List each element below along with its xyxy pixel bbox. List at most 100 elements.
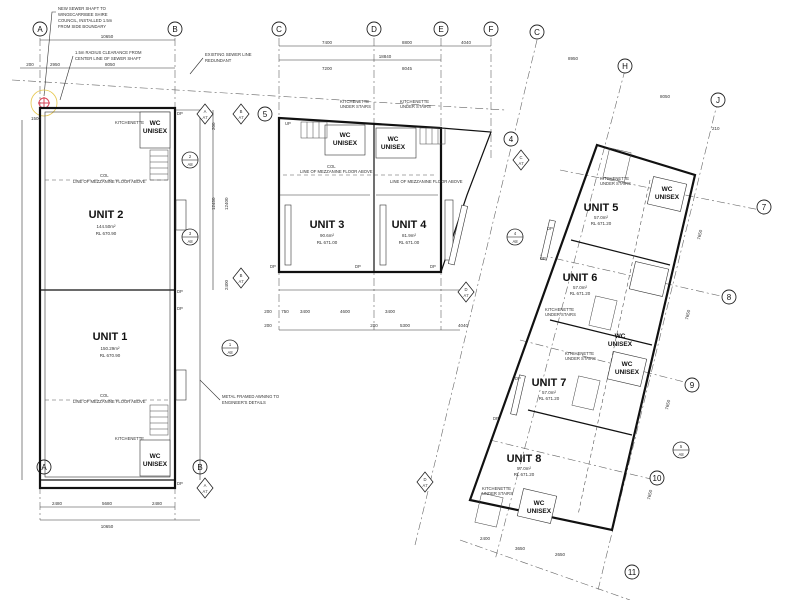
svg-text:METAL FRAMED AWNING TO: METAL FRAMED AWNING TO <box>222 394 280 399</box>
grid-bubble-C: C <box>271 21 287 37</box>
svg-text:8950: 8950 <box>568 56 579 61</box>
svg-text:COUNCIL, INSTALLED 1.5m: COUNCIL, INSTALLED 1.5m <box>58 18 113 23</box>
left-dimensions: 12450 12400 2400 1500 200 <box>21 110 229 480</box>
svg-text:200: 200 <box>370 323 378 328</box>
svg-text:E: E <box>438 25 443 34</box>
grid-bubble-C-angled: C <box>529 24 545 40</box>
svg-text:4040: 4040 <box>458 323 469 328</box>
grid-bubble-D: D <box>366 21 382 37</box>
top-dimensions: 10650 7400 8800 4040 18840 7200 8045 200… <box>20 34 491 71</box>
svg-text:10650: 10650 <box>101 34 114 39</box>
svg-text:D: D <box>371 25 377 34</box>
wc-unit-6: WC UNISEX <box>608 333 633 348</box>
svg-text:DP: DP <box>355 264 361 269</box>
grid-bubble-11: 11 <box>624 564 640 580</box>
svg-text:A8: A8 <box>512 239 518 244</box>
elevation-marker-A-1: A A7 <box>196 103 214 125</box>
svg-text:12400: 12400 <box>224 197 229 210</box>
u12-notes: KITCHENETTE KITCHENETTE LINE OF MEZZANIN… <box>73 111 183 486</box>
svg-text:COL: COL <box>327 164 336 169</box>
svg-text:750: 750 <box>281 309 289 314</box>
svg-text:DP: DP <box>515 376 521 381</box>
svg-text:A8: A8 <box>187 239 193 244</box>
svg-text:COL: COL <box>100 393 109 398</box>
svg-text:7: 7 <box>762 203 767 212</box>
svg-text:J: J <box>716 96 720 105</box>
svg-text:A8: A8 <box>187 162 193 167</box>
svg-text:A7: A7 <box>202 115 208 120</box>
svg-text:2400: 2400 <box>480 536 491 541</box>
section-marker-5: 5 A8 <box>672 441 690 459</box>
svg-text:10: 10 <box>653 474 662 483</box>
svg-text:18840: 18840 <box>379 54 392 59</box>
svg-text:A7: A7 <box>238 279 244 284</box>
svg-text:UNISEX: UNISEX <box>527 508 552 515</box>
svg-text:CENTER LINE OF SEWER SHAFT: CENTER LINE OF SEWER SHAFT <box>75 56 142 61</box>
u34-notes: KITCHENETTE UNDER STAIRS KITCHENETTE UND… <box>270 99 463 269</box>
unit-3-label: UNIT 3 90.6m² RL 671.00 <box>310 219 345 245</box>
svg-text:WC: WC <box>662 186 673 193</box>
svg-text:UNIT 1: UNIT 1 <box>93 331 128 343</box>
svg-text:A7: A7 <box>202 489 208 494</box>
svg-text:5: 5 <box>263 110 268 119</box>
svg-text:WC: WC <box>340 132 351 139</box>
svg-text:WC: WC <box>388 136 399 143</box>
svg-text:UNISEX: UNISEX <box>381 144 406 151</box>
svg-text:WC: WC <box>150 453 161 460</box>
svg-text:LINE OF MEZZANINE FLOOR ABOVE: LINE OF MEZZANINE FLOOR ABOVE <box>300 169 373 174</box>
svg-text:7400: 7400 <box>322 40 333 45</box>
svg-text:UNIT 3: UNIT 3 <box>310 219 345 231</box>
svg-text:UNDER STAIRS: UNDER STAIRS <box>565 356 596 361</box>
svg-text:DP: DP <box>430 264 436 269</box>
svg-text:UNIT 5: UNIT 5 <box>584 202 619 214</box>
svg-text:A8: A8 <box>227 350 233 355</box>
svg-text:KITCHENETTE: KITCHENETTE <box>600 176 629 181</box>
svg-text:KITCHENETTE: KITCHENETTE <box>400 99 429 104</box>
svg-text:57.0m²: 57.0m² <box>542 390 557 395</box>
svg-text:2480: 2480 <box>52 501 63 506</box>
svg-text:12450: 12450 <box>211 197 216 210</box>
svg-text:LINE OF MEZZANINE FLOOR ABOVE: LINE OF MEZZANINE FLOOR ABOVE <box>73 179 146 184</box>
svg-text:9: 9 <box>690 381 695 390</box>
svg-text:FROM SIDE BOUNDARY: FROM SIDE BOUNDARY <box>58 24 106 29</box>
svg-text:200: 200 <box>264 309 272 314</box>
svg-text:DP: DP <box>177 111 183 116</box>
svg-text:DP: DP <box>540 256 546 261</box>
svg-text:DP: DP <box>177 289 183 294</box>
grid-bubble-10: 10 <box>649 470 665 486</box>
svg-text:A: A <box>204 109 207 114</box>
svg-text:A7: A7 <box>463 293 469 298</box>
svg-text:ENGINEER'S DETAILS: ENGINEER'S DETAILS <box>222 400 266 405</box>
svg-text:KITCHENETTE: KITCHENETTE <box>115 120 144 125</box>
wc-unit-5: WC UNISEX <box>655 186 680 201</box>
svg-text:7650: 7650 <box>684 309 691 320</box>
unit-6-label: UNIT 6 57.0m² RL 671.20 <box>563 272 598 296</box>
svg-text:KITCHENETTE: KITCHENETTE <box>545 307 574 312</box>
svg-text:KITCHENETTE: KITCHENETTE <box>565 351 594 356</box>
svg-text:UNIT 6: UNIT 6 <box>563 272 598 284</box>
svg-text:200: 200 <box>264 323 272 328</box>
svg-text:B: B <box>240 273 243 278</box>
svg-text:4: 4 <box>514 231 517 236</box>
svg-text:2650: 2650 <box>555 552 566 557</box>
svg-text:2: 2 <box>189 154 192 159</box>
svg-text:RL 671.00: RL 671.00 <box>399 240 420 245</box>
svg-text:3: 3 <box>189 231 192 236</box>
svg-text:8: 8 <box>727 293 732 302</box>
svg-text:UNDER STAIRS: UNDER STAIRS <box>600 181 631 186</box>
svg-text:1500: 1500 <box>31 116 42 121</box>
building-units-5-8 <box>447 143 697 532</box>
svg-text:UNISEX: UNISEX <box>615 369 640 376</box>
svg-text:150.29m²: 150.29m² <box>100 346 120 351</box>
svg-text:H: H <box>622 62 628 71</box>
mid-dimensions: 750 3400 4600 3400 5300 4040 200 200 200 <box>264 309 468 328</box>
svg-text:UP: UP <box>285 121 291 126</box>
svg-text:57.0m²: 57.0m² <box>594 215 609 220</box>
grid-bubble-7: 7 <box>756 199 772 215</box>
svg-text:WC: WC <box>615 333 626 340</box>
right-dimensions: 8950 8050 7650 7650 7650 7650 210 2400 3… <box>480 56 720 557</box>
svg-text:A: A <box>204 483 207 488</box>
svg-text:D: D <box>464 287 467 292</box>
svg-text:DP: DP <box>493 416 499 421</box>
